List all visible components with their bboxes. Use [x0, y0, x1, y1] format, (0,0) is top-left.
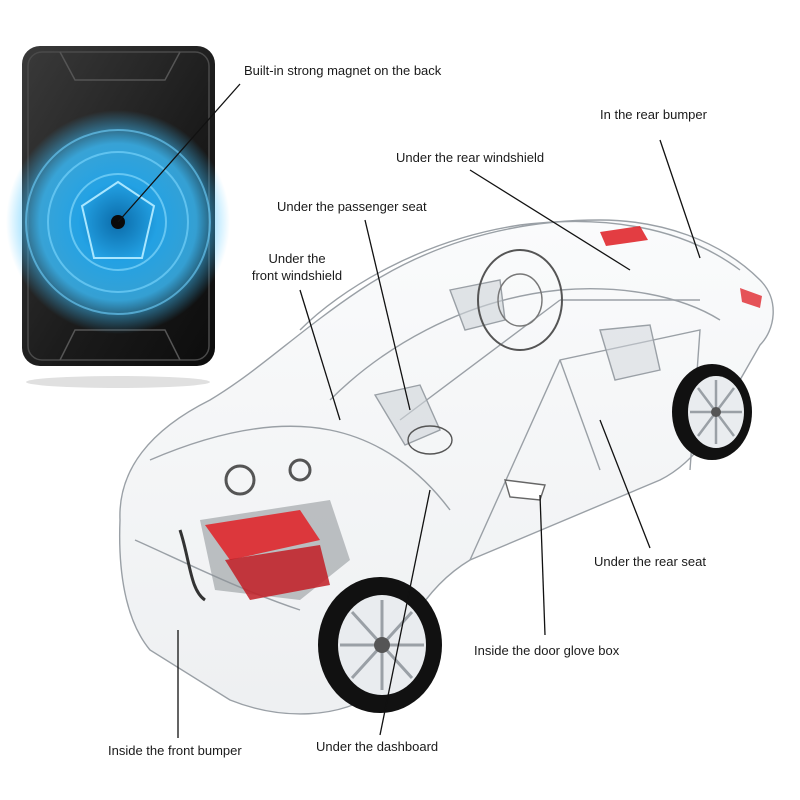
rear-wheel-icon [672, 364, 752, 460]
leader-line-front-windshield [299, 289, 341, 421]
label-passenger-seat: Under the passenger seat [277, 199, 427, 214]
leader-line-rear-windshield [469, 169, 631, 271]
label-front-bumper: Inside the front bumper [108, 743, 242, 758]
label-front-windshield: Under the front windshield [244, 250, 350, 284]
leader-line-dashboard [379, 489, 431, 736]
label-door-glove-box: Inside the door glove box [474, 643, 620, 658]
leader-line-rear-seat [599, 419, 651, 549]
engine-icon [178, 458, 350, 602]
transparent-car-illustration [118, 219, 774, 715]
label-rear-bumper: In the rear bumper [600, 107, 707, 122]
leader-line-door-glove-box [539, 494, 546, 636]
label-front-windshield-line1: Under the [268, 251, 326, 266]
label-front-windshield-line2: front windshield [251, 268, 343, 283]
leader-line-passenger-seat [364, 219, 411, 411]
front-wheel-icon [318, 577, 442, 713]
label-rear-seat: Under the rear seat [594, 554, 707, 569]
label-rear-windshield: Under the rear windshield [396, 150, 545, 165]
leader-line-magnet [117, 83, 241, 223]
rear-taillight-icon [600, 226, 762, 308]
label-dashboard: Under the dashboard [316, 739, 439, 754]
label-magnet: Built-in strong magnet on the back [244, 63, 442, 78]
leader-line-rear-bumper [659, 139, 701, 259]
